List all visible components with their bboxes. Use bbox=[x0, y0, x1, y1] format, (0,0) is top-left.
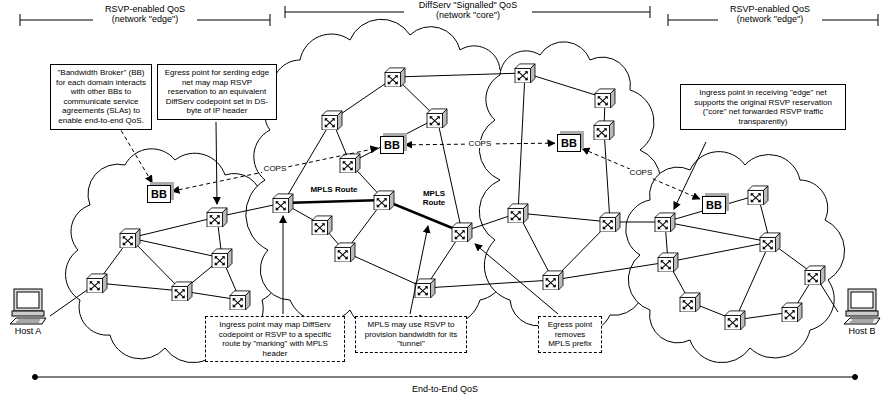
callout-box: Egress point for serding edge net may ma… bbox=[157, 64, 277, 120]
network-cloud bbox=[66, 19, 845, 362]
node-text: Egress point for serding edge net may ma… bbox=[162, 68, 272, 116]
extent-bracket bbox=[20, 6, 878, 380]
callout-box: Ingress point in receiving "edge" net su… bbox=[680, 84, 846, 130]
node-text: Host B bbox=[836, 326, 888, 337]
callout-box: Ingress point may map DiffServ codepoint… bbox=[205, 316, 345, 362]
computer-icon bbox=[842, 288, 882, 326]
node-text: Ingress point in receiving "edge" net su… bbox=[685, 88, 841, 126]
callout-box: "Bandwidth Broker" (BB) for each domain … bbox=[50, 64, 152, 130]
node-text: Ingress point may map DiffServ codepoint… bbox=[210, 320, 340, 358]
extent-label: End-to-End QoS bbox=[390, 384, 500, 394]
cops-link bbox=[582, 149, 700, 200]
node-title: BB bbox=[561, 138, 577, 149]
callout-box: MPLS may use RSVP to provision bandwidth… bbox=[355, 316, 467, 353]
callout-box: Egress point removes MPLS prefix bbox=[538, 316, 602, 353]
bandwidth-broker-box: BB bbox=[147, 185, 171, 203]
region-label: RSVP-enabled QoS (network "edge") bbox=[718, 4, 822, 25]
host-computer: Host A bbox=[2, 288, 54, 337]
node-text: MPLS may use RSVP to provision bandwidth… bbox=[360, 320, 462, 349]
edge-label: COPS bbox=[262, 165, 289, 174]
bandwidth-broker-box: BB bbox=[702, 196, 726, 214]
node-title: BB bbox=[384, 140, 400, 151]
node-title: BB bbox=[706, 200, 722, 211]
leader-arrow bbox=[121, 131, 152, 183]
computer-icon bbox=[8, 288, 48, 326]
route-label: MPLS Route bbox=[417, 189, 451, 207]
node-text: Egress point removes MPLS prefix bbox=[543, 320, 597, 349]
node-title: BB bbox=[151, 189, 167, 200]
node-text: Host A bbox=[2, 326, 54, 337]
route-label: MPLS Route bbox=[307, 185, 361, 194]
region-label: DiffServ "Signalled" QoS (network "core"… bbox=[404, 0, 532, 21]
bandwidth-broker-box: BB bbox=[380, 136, 404, 154]
edge-label: COPS bbox=[467, 140, 494, 149]
leader-arrow bbox=[216, 122, 706, 314]
edge-label: COPS bbox=[628, 169, 655, 178]
region-label: RSVP-enabled QoS (network "edge") bbox=[93, 4, 197, 25]
host-computer: Host B bbox=[836, 288, 888, 337]
node-text: "Bandwidth Broker" (BB) for each domain … bbox=[55, 68, 147, 126]
bandwidth-broker-box: BB bbox=[557, 134, 581, 152]
